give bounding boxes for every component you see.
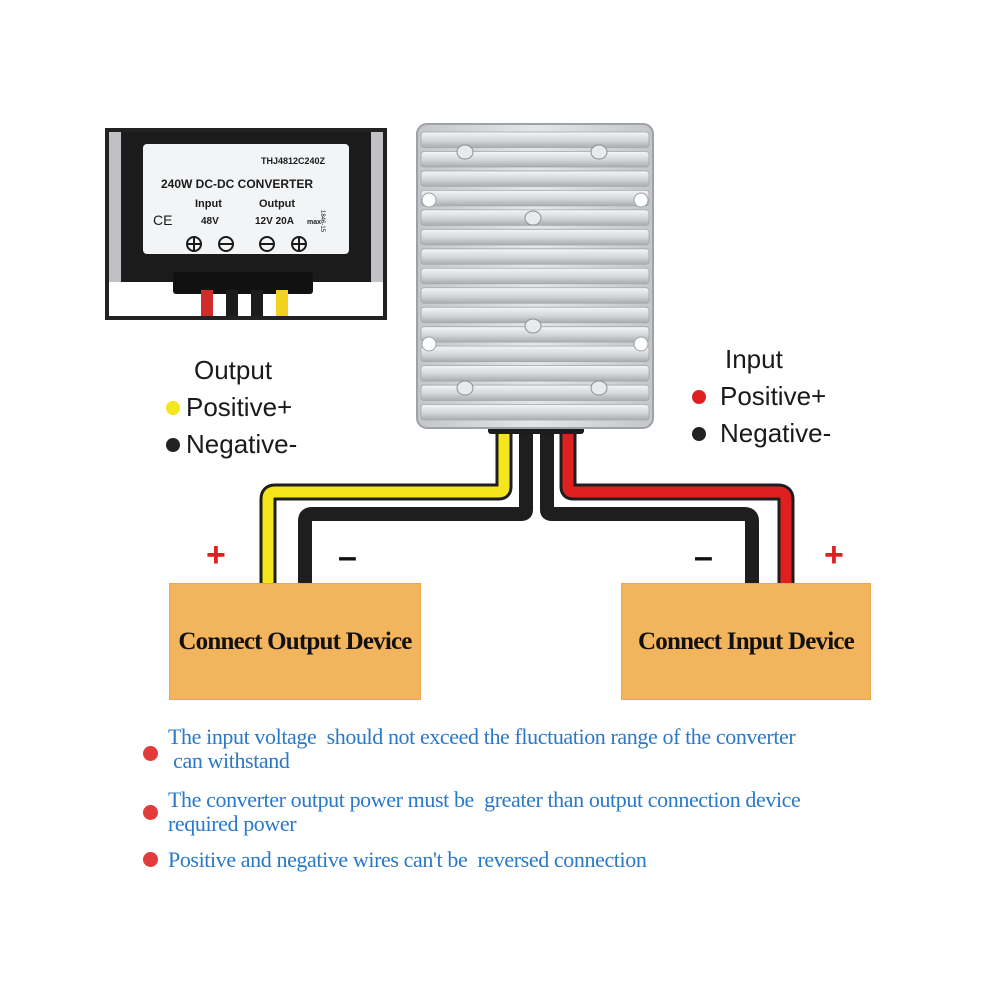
input-negative-wire [540,425,759,585]
input-legend: Input Positive+ Negative- [692,344,831,449]
heatsink-fin [420,170,650,187]
note-text: The input voltage should not exceed the … [168,724,796,773]
label-ce-mark: CE [153,212,173,228]
note-text: The converter output power must be great… [168,787,801,836]
label-output-suffix: max [307,219,322,226]
input-legend-negative: Negative- [692,418,831,449]
red-dot-icon [692,389,706,404]
heatsink-fin [420,131,650,148]
red-bullet-icon [143,746,158,761]
label-output-heading: Output [259,198,296,210]
input-device-label: Connect Input Device [638,627,855,655]
input-plus-sign: + [824,536,844,574]
output-negative-label: Negative- [186,429,298,459]
inset-wire-black-2 [251,290,263,316]
input-negative-label: Negative- [720,418,832,448]
black-dot-icon [166,437,180,452]
inset-wire-yellow [276,290,288,316]
label-input-heading: Input [195,198,222,210]
label-output-value: 12V 20A [255,216,294,227]
output-legend: Output Positive+ Negative- [166,355,297,460]
heatsink-fin [420,365,650,382]
note-item: Positive and negative wires can't be rev… [143,848,923,876]
output-device-box: Connect Output Device [169,583,421,700]
label-title: 240W DC-DC CONVERTER [161,177,314,191]
heatsink-fin [420,151,650,168]
input-device-box: Connect Input Device [621,583,871,700]
inset-wire-black-1 [226,290,238,316]
heatsink-fin [420,248,650,265]
heatsink-fin [420,287,650,304]
note-item: The input voltage should not exceed the … [143,724,923,776]
output-minus-sign: – [338,538,357,576]
yellow-dot-icon [166,400,180,415]
inset-wire-red [201,290,213,316]
red-bullet-icon [143,852,158,867]
input-legend-title: Input [725,344,783,374]
heatsink-fin [420,345,650,362]
output-plus-sign: + [206,536,226,574]
black-dot-icon [692,426,706,441]
output-negative-wire [298,425,533,585]
heatsink-fin [420,267,650,285]
output-legend-positive: Positive+ [166,392,297,423]
note-item: The converter output power must be great… [143,787,923,839]
label-input-value: 48V [201,216,219,227]
red-bullet-icon [143,805,158,820]
label-date-code: 1846-15 [319,210,325,233]
label-model: THJ4812C240Z [261,156,326,166]
note-text: Positive and negative wires can't be rev… [168,847,647,872]
input-legend-positive: Positive+ [692,381,831,412]
output-device-label: Connect Output Device [178,627,412,655]
input-positive-label: Positive+ [720,381,827,411]
label-inset-graphic [109,132,383,316]
label-inset-photo: THJ4812C240Z 240W DC-DC CONVERTER CE Inp… [105,128,387,320]
output-legend-negative: Negative- [166,429,297,460]
heatsink-fin [420,228,650,246]
output-positive-label: Positive+ [186,392,293,422]
heatsink-fin [420,384,650,401]
heatsink-fin [420,190,650,207]
converter-image [416,123,654,429]
output-legend-title: Output [194,355,273,385]
heatsink-fin [420,404,650,421]
input-minus-sign: – [694,538,713,576]
